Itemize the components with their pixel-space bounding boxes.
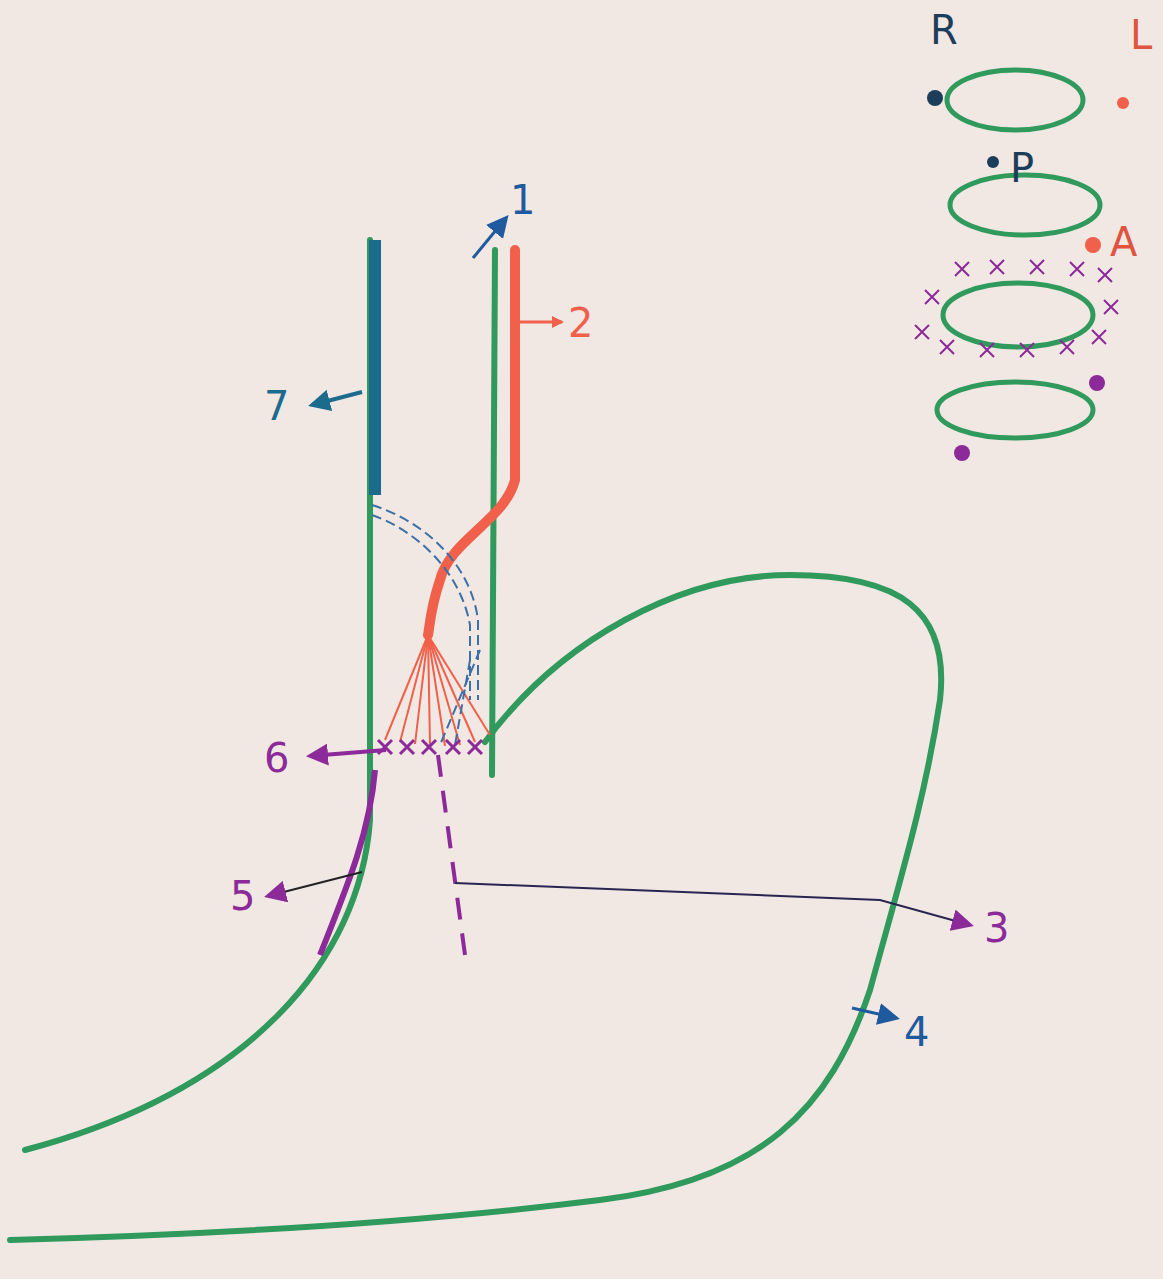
callout-number: 3	[982, 908, 1011, 948]
side-letter: A	[1108, 222, 1139, 262]
callout-number: 1	[508, 180, 537, 220]
side-letter: R	[928, 10, 960, 50]
callout-number: 6	[262, 738, 291, 778]
callout-number: 4	[902, 1012, 931, 1052]
callout-number: 5	[228, 876, 257, 916]
side-letter: L	[1128, 15, 1154, 55]
callout-number: 2	[566, 303, 595, 343]
callout-number: 7	[262, 386, 291, 426]
side-letter: P	[1008, 148, 1036, 188]
